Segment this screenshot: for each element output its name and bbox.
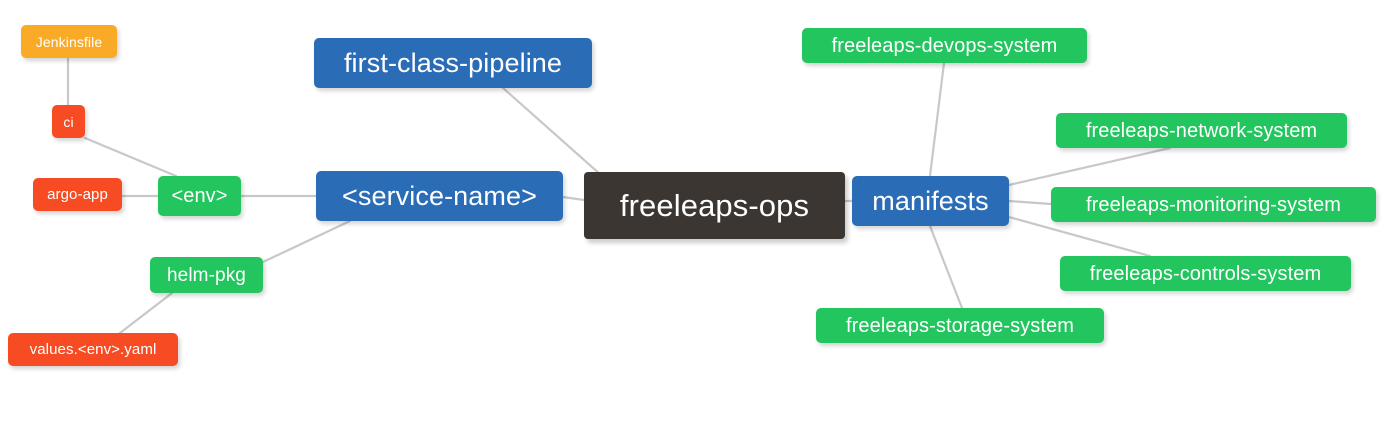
edge-env-to-ci [83, 136, 178, 178]
node-label-ci: ci [63, 113, 74, 130]
node-freeleaps-controls-system[interactable]: freeleaps-controls-system [1060, 256, 1351, 291]
node-freeleaps-devops-system[interactable]: freeleaps-devops-system [802, 28, 1087, 63]
node-label-values-yaml: values.<env>.yaml [29, 341, 157, 358]
node-label-freeleaps-controls-system: freeleaps-controls-system [1089, 262, 1322, 285]
edge-manifests-to-freeleaps-controls-system [1007, 215, 1152, 258]
node-label-freeleaps-monitoring-system: freeleaps-monitoring-system [1085, 193, 1341, 216]
node-label-freeleaps-ops: freeleaps-ops [619, 188, 810, 223]
edge-manifests-to-freeleaps-network-system [1007, 146, 1172, 187]
node-label-env: <env> [171, 185, 228, 207]
node-label-freeleaps-devops-system: freeleaps-devops-system [831, 34, 1058, 57]
edge-helm-pkg-to-values-yaml [118, 291, 174, 335]
node-label-first-class-pipeline: first-class-pipeline [343, 47, 563, 78]
node-freeleaps-monitoring-system[interactable]: freeleaps-monitoring-system [1051, 187, 1376, 222]
node-label-jenkinsfile: Jenkinsfile [35, 33, 103, 50]
node-freeleaps-storage-system[interactable]: freeleaps-storage-system [816, 308, 1104, 343]
edge-service-name-to-helm-pkg [261, 219, 352, 264]
node-label-argo-app: argo-app [47, 186, 108, 203]
node-env[interactable]: <env> [158, 176, 241, 216]
node-label-helm-pkg: helm-pkg [167, 264, 246, 286]
edge-freeleaps-ops-to-service-name [561, 195, 586, 202]
node-label-freeleaps-network-system: freeleaps-network-system [1085, 119, 1318, 142]
edge-manifests-to-freeleaps-devops-system [928, 61, 946, 178]
node-service-name[interactable]: <service-name> [316, 171, 563, 221]
node-freeleaps-ops[interactable]: freeleaps-ops [584, 172, 845, 239]
node-argo-app[interactable]: argo-app [33, 178, 122, 211]
edge-freeleaps-ops-to-first-class-pipeline [501, 86, 603, 177]
node-manifests[interactable]: manifests [852, 176, 1009, 226]
node-freeleaps-network-system[interactable]: freeleaps-network-system [1056, 113, 1347, 148]
node-ci[interactable]: ci [52, 105, 85, 138]
edge-manifests-to-freeleaps-monitoring-system [1007, 199, 1053, 206]
node-helm-pkg[interactable]: helm-pkg [150, 257, 263, 293]
node-values-yaml[interactable]: values.<env>.yaml [8, 333, 178, 366]
node-first-class-pipeline[interactable]: first-class-pipeline [314, 38, 592, 88]
node-jenkinsfile[interactable]: Jenkinsfile [21, 25, 117, 58]
node-label-manifests: manifests [872, 185, 989, 216]
node-label-service-name: <service-name> [342, 180, 537, 211]
edge-manifests-to-freeleaps-storage-system [928, 224, 964, 310]
node-label-freeleaps-storage-system: freeleaps-storage-system [845, 314, 1075, 337]
